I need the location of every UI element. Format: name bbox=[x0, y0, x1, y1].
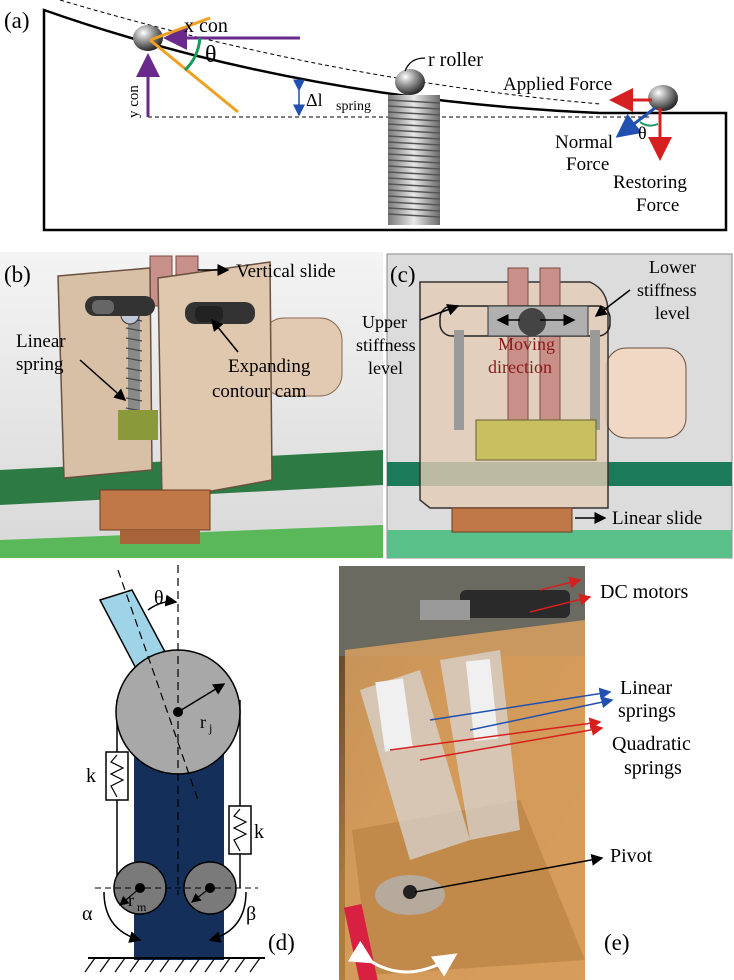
motor-c bbox=[605, 347, 687, 439]
lower-stiffness-label-2: stiffness bbox=[637, 280, 697, 300]
spring-k-right bbox=[228, 805, 252, 855]
upper-stiffness-label-3: level bbox=[368, 358, 403, 378]
roller-ball-right bbox=[648, 85, 678, 111]
theta-d-label: θ bbox=[154, 587, 164, 609]
panel-a-tag: (a) bbox=[4, 8, 30, 33]
pivot-label: Pivot bbox=[610, 845, 653, 867]
theta2-label: θ bbox=[638, 123, 647, 143]
panel-b-tag: (b) bbox=[4, 262, 31, 287]
panel-a: (a) x con θ y con r roller Δl spring App… bbox=[4, 0, 728, 232]
orange-normal-line bbox=[149, 38, 239, 114]
y-con-label: y con bbox=[126, 85, 142, 118]
panel-c: (c) Upper stiffness level Lower stiffnes… bbox=[356, 253, 733, 559]
spring-k-left bbox=[105, 751, 129, 801]
roller-ball-center bbox=[395, 69, 425, 95]
restoring-force-label-2: Force bbox=[636, 195, 679, 216]
delta-l-label: Δl bbox=[306, 90, 323, 110]
panel-d: (d) θ r j k k r m α β bbox=[82, 565, 295, 973]
moving-direction-label-2: direction bbox=[488, 357, 552, 377]
linear-springs-label-2: springs bbox=[618, 700, 676, 722]
normal-force-label-1: Normal bbox=[555, 132, 613, 153]
orange-tangent-line bbox=[149, 16, 211, 42]
green-rail-c-bottom bbox=[387, 530, 732, 558]
r-j-label: r bbox=[200, 712, 206, 732]
expanding-cam-label-1: Expanding bbox=[228, 356, 311, 377]
linear-slide-c bbox=[451, 507, 573, 533]
panel-e-tag: (e) bbox=[604, 930, 630, 955]
quadratic-springs-label-2: springs bbox=[624, 757, 682, 779]
upper-dashed-contour bbox=[59, 0, 601, 105]
linear-spring-label-2: spring bbox=[16, 354, 64, 375]
restoring-force-label-1: Restoring bbox=[613, 172, 687, 193]
beta-label: β bbox=[246, 903, 256, 925]
theta2-arc bbox=[639, 121, 659, 127]
vertical-slide-label: Vertical slide bbox=[236, 261, 336, 282]
linear-slide-label: Linear slide bbox=[612, 508, 702, 529]
linear-springs-label-1: Linear bbox=[620, 677, 673, 699]
theta-arc bbox=[183, 37, 202, 72]
theta-label: θ bbox=[205, 42, 217, 68]
expanding-cam-label-2: contour cam bbox=[212, 381, 307, 402]
lower-stiffness-label-3: level bbox=[655, 303, 690, 323]
panel-b: (b) Vertical slide Linear spring Expandi… bbox=[0, 252, 383, 558]
k-right-label: k bbox=[254, 821, 264, 843]
dc-motors-label: DC motors bbox=[600, 581, 689, 603]
panel-d-tag: (d) bbox=[268, 930, 295, 955]
panel-c-tag: (c) bbox=[390, 262, 416, 287]
contour-profile bbox=[42, 8, 728, 232]
upper-stiffness-label-1: Upper bbox=[362, 312, 407, 332]
r-m-label: r bbox=[128, 890, 134, 910]
r-m-subscript: m bbox=[137, 900, 147, 914]
r-roller-label: r roller bbox=[428, 49, 483, 71]
spring-a bbox=[387, 95, 441, 225]
lower-stiffness-label-1: Lower bbox=[649, 257, 696, 277]
normal-force-label-2: Force bbox=[566, 154, 609, 175]
delta-l-subscript: spring bbox=[336, 99, 371, 114]
k-left-label: k bbox=[86, 765, 96, 787]
x-con-label: x con bbox=[184, 15, 228, 37]
quadratic-springs-label-1: Quadratic bbox=[612, 733, 691, 755]
upper-stiffness-label-2: stiffness bbox=[356, 335, 416, 355]
normal-force-arrow bbox=[615, 106, 656, 138]
pivot-rotation-arrow bbox=[347, 940, 458, 977]
r-j-subscript: j bbox=[208, 721, 212, 735]
panel-e: (e) DC motors Linear springs Quadratic s… bbox=[339, 566, 691, 980]
linear-spring-label-1: Linear bbox=[16, 331, 66, 352]
applied-force-label: Applied Force bbox=[503, 74, 612, 95]
alpha-label: α bbox=[82, 903, 93, 925]
moving-direction-label-1: Moving bbox=[498, 334, 555, 354]
